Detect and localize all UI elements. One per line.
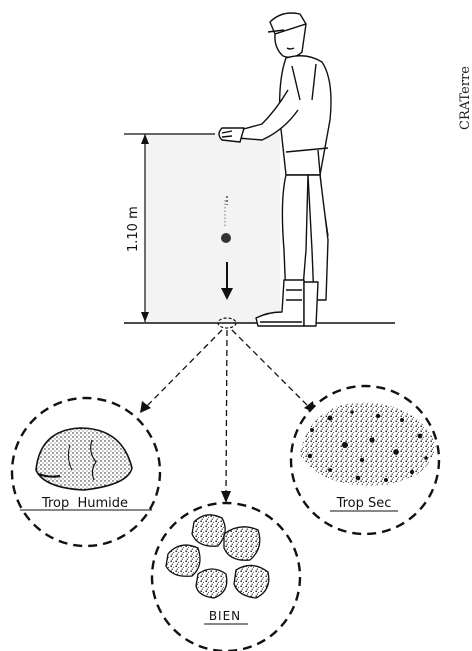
crumb-icon-2	[224, 527, 260, 560]
result-trop-sec: Trop Sec	[291, 386, 439, 534]
drop-zone-panel	[145, 133, 280, 323]
credit-label: CRATerre	[458, 66, 472, 130]
arrow-head-center-icon	[221, 491, 231, 503]
result-label-trop-sec: Trop Sec	[336, 496, 392, 511]
result-bien: BIEN	[152, 503, 300, 651]
result-trop-humide: Trop Humide	[12, 398, 160, 546]
result-arrows	[145, 330, 310, 495]
result-label-bien: BIEN	[209, 609, 241, 623]
crumb-icon-4	[196, 569, 227, 598]
height-label: 1.10 m	[126, 206, 141, 252]
result-label-trop-humide: Trop Humide	[41, 496, 128, 511]
crumb-icon-1	[192, 515, 225, 546]
